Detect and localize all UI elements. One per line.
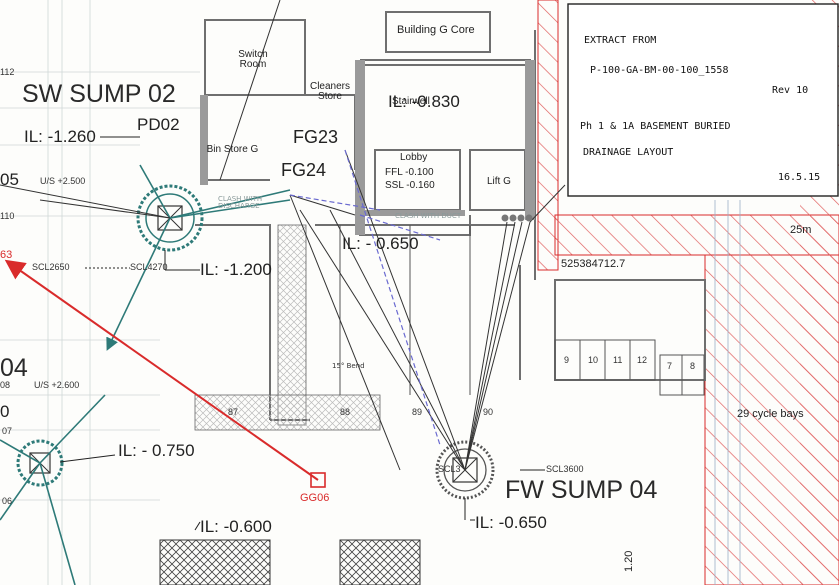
bay-10: 10: [588, 355, 599, 365]
fw-sump-label: FW SUMP 04: [505, 476, 658, 504]
room-cleaners-store: Cleaners Store: [309, 81, 351, 102]
note-line-1: EXTRACT FROM: [584, 35, 657, 46]
left-0: 0: [0, 402, 10, 421]
right-guides: [714, 200, 741, 585]
red-pipe: [4, 259, 319, 481]
lift-dots: [501, 214, 533, 222]
room-lobby-ssl: SSL -0.160: [385, 180, 435, 191]
room-lobby: Lobby: [400, 152, 428, 163]
fw-sump-symbol: [435, 440, 495, 500]
num-120-label: 1.20: [623, 550, 635, 572]
grid-89: 89: [412, 407, 423, 417]
room-lift: Lift G: [487, 176, 511, 187]
coord-label: 525384712.7: [561, 258, 626, 270]
fg23-label: FG23: [293, 127, 339, 147]
scl-partial-label: SCL3: [438, 464, 461, 474]
sw-sump-symbol: [136, 184, 204, 252]
note-line-4: Ph 1 & 1A BASEMENT BURIED: [580, 121, 731, 132]
grid-87: 87: [228, 407, 239, 417]
gg06-marker: [310, 472, 326, 488]
il-1260-label: IL: -1.260: [24, 127, 96, 146]
fg24-label: FG24: [281, 160, 327, 180]
bay-8: 8: [690, 361, 696, 371]
scl4270-label: SCL4270: [130, 262, 168, 272]
left-110: 110: [0, 211, 15, 221]
room-bin-store: Bin Store G: [206, 144, 259, 155]
dim-25m-label: 25m: [790, 224, 812, 236]
note-box: [567, 3, 839, 197]
gg06-label: GG06: [300, 492, 330, 504]
clash-note-1: CLASH WITH DISCHARGE: [218, 195, 263, 210]
wall-bands: [200, 60, 535, 235]
us-2600-label: U/S +2.600: [34, 380, 80, 390]
parking-bays: [339, 225, 705, 396]
sw-sump-label: SW SUMP 02: [22, 80, 176, 108]
left-06: 06: [2, 496, 13, 506]
room-stairwell: Stairwell: [392, 96, 430, 107]
room-building-g-core: Building G Core: [397, 24, 475, 36]
left-08: 08: [0, 380, 11, 390]
blue-dashed-pipe: [289, 149, 441, 446]
drain-lines: [0, 0, 566, 471]
note-line-6: 16.5.15: [778, 172, 821, 183]
il-0650-mid-label: IL: - 0.650: [342, 234, 419, 253]
left-63: 63: [0, 249, 13, 261]
grid-90: 90: [483, 407, 494, 417]
il-0650-bottom-label: IL: -0.650: [475, 513, 547, 532]
clash-note-2: CLASH WITH DUCT: [395, 212, 462, 220]
bay-9: 9: [564, 355, 570, 365]
il-0600-label: IL: -0.600: [200, 517, 272, 536]
crosshatch-areas: [159, 224, 421, 585]
cycle-bays-label: 29 cycle bays: [737, 408, 804, 420]
bay-11: 11: [613, 355, 623, 365]
il-1200-label: IL: -1.200: [200, 260, 272, 279]
note-line-5: DRAINAGE LAYOUT: [583, 147, 674, 158]
bay-7: 7: [667, 361, 673, 371]
left-112: 112: [0, 67, 15, 77]
il-0830-label: IL: -0.830: [388, 92, 460, 111]
grid-88: 88: [340, 407, 351, 417]
bay-12: 12: [637, 355, 648, 365]
scl2650-label: SCL2650: [32, 262, 70, 272]
scl3600-label: SCL3600: [546, 464, 584, 474]
bend-note: 15° Bend: [332, 362, 365, 370]
note-line-2: P-100-GA-BM-00-100_1558: [590, 65, 729, 76]
left-grid: [0, 0, 200, 585]
left-05: 05: [0, 170, 19, 189]
il-0750-label: IL: - 0.750: [118, 441, 195, 460]
teal-pipes: [0, 164, 291, 585]
room-lobby-ffl: FFL -0.100: [385, 167, 434, 178]
left-04-label: 04: [0, 354, 28, 382]
leader-lines: [59, 136, 545, 531]
pd02-label: PD02: [137, 115, 180, 134]
left-07: 07: [2, 426, 13, 436]
note-line-3: Rev 10: [772, 85, 809, 96]
room-switch-room: Switch Room: [238, 49, 268, 70]
us-2500-label: U/S +2.500: [40, 176, 86, 186]
